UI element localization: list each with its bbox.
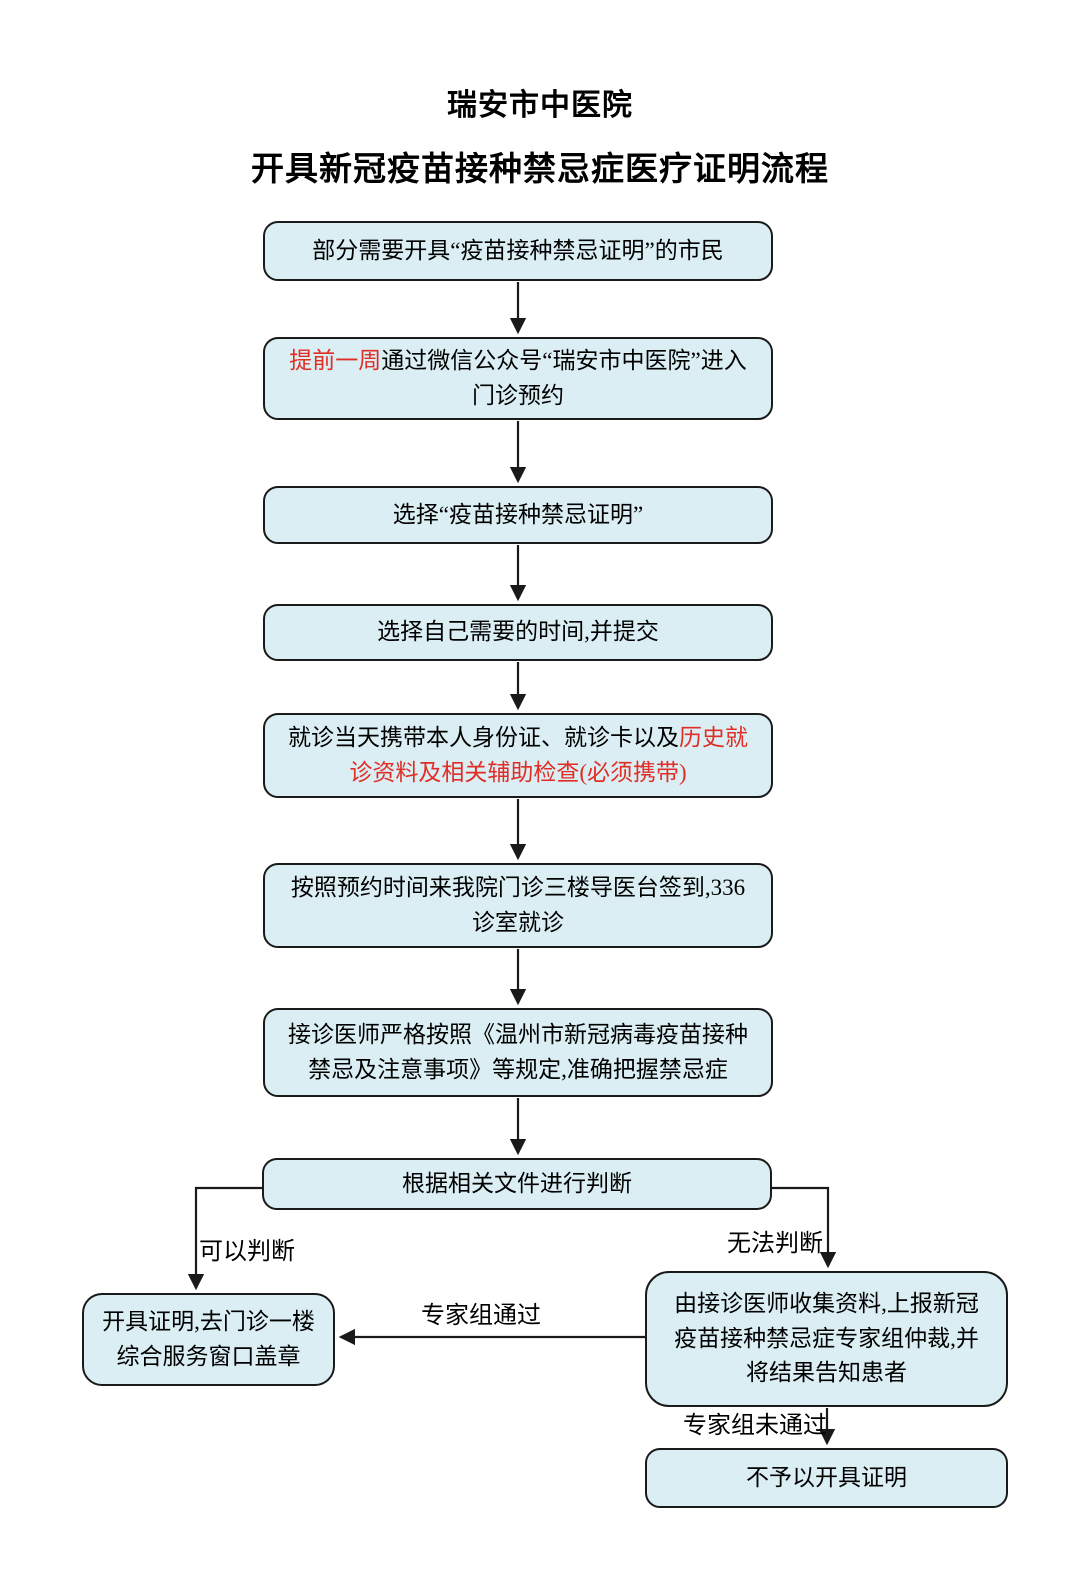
flow-node-no-cert: 不予以开具证明 <box>645 1448 1008 1508</box>
edge-label-can-judge: 可以判断 <box>199 1239 295 1265</box>
node-text: 根据相关文件进行判断 <box>402 1170 632 1196</box>
flow-node-select-cert: 选择“疫苗接种禁忌证明” <box>263 486 773 544</box>
node-text: 接诊医师严格按照《温州市新冠病毒疫苗接种禁忌及注意事项》等规定,准确把握禁忌症 <box>288 1022 748 1082</box>
arrow-judge-issuecert <box>187 1186 262 1291</box>
node-text: 提前一周通过微信公众号“瑞安市中医院”进入门诊预约 <box>283 344 753 413</box>
flow-node-judge: 根据相关文件进行判断 <box>262 1158 772 1210</box>
node-text: 就诊当天携带本人身份证、就诊卡以及历史就诊资料及相关辅助检查(必须携带) <box>283 721 753 790</box>
flow-node-citizens: 部分需要开具“疫苗接种禁忌证明”的市民 <box>263 221 773 281</box>
node-text-pre: 就诊当天携带本人身份证、就诊卡以及 <box>288 725 679 750</box>
node-text: 开具证明,去门诊一楼综合服务窗口盖章 <box>102 1309 315 1369</box>
flow-node-issue-cert: 开具证明,去门诊一楼综合服务窗口盖章 <box>82 1293 335 1386</box>
flow-node-select-time: 选择自己需要的时间,并提交 <box>263 604 773 661</box>
flow-node-appointment: 提前一周通过微信公众号“瑞安市中医院”进入门诊预约 <box>263 337 773 420</box>
flow-node-bring-docs: 就诊当天携带本人身份证、就诊卡以及历史就诊资料及相关辅助检查(必须携带) <box>263 713 773 798</box>
flow-node-doctor-check: 接诊医师严格按照《温州市新冠病毒疫苗接种禁忌及注意事项》等规定,准确把握禁忌症 <box>263 1008 773 1097</box>
highlighted-text: 提前一周 <box>289 348 382 373</box>
node-text: 由接诊医师收集资料,上报新冠疫苗接种禁忌症专家组仲裁,并将结果告知患者 <box>674 1291 979 1386</box>
flow-node-signin: 按照预约时间来我院门诊三楼导医台签到,336 诊室就诊 <box>263 863 773 948</box>
node-text: 部分需要开具“疫苗接种禁忌证明”的市民 <box>312 237 724 263</box>
edge-label-cannot-judge: 无法判断 <box>727 1231 823 1257</box>
node-text: 选择“疫苗接种禁忌证明” <box>392 501 644 527</box>
edge-label-expert-fail: 专家组未通过 <box>683 1413 827 1439</box>
page-title: 开具新冠疫苗接种禁忌症医疗证明流程 <box>251 152 829 188</box>
node-text: 不予以开具证明 <box>746 1464 907 1490</box>
flow-node-expert-group: 由接诊医师收集资料,上报新冠疫苗接种禁忌症专家组仲裁,并将结果告知患者 <box>645 1271 1008 1407</box>
hospital-name: 瑞安市中医院 <box>447 89 633 122</box>
node-text: 选择自己需要的时间,并提交 <box>377 619 659 645</box>
node-text: 按照预约时间来我院门诊三楼导医台签到,336 诊室就诊 <box>290 875 746 935</box>
node-text-rest: 通过微信公众号“瑞安市中医院”进入门诊预约 <box>381 348 747 408</box>
edge-label-expert-pass: 专家组通过 <box>421 1303 541 1329</box>
highlighted-text: 历史就诊资料及相关辅助检查(必须携带) <box>349 725 748 785</box>
